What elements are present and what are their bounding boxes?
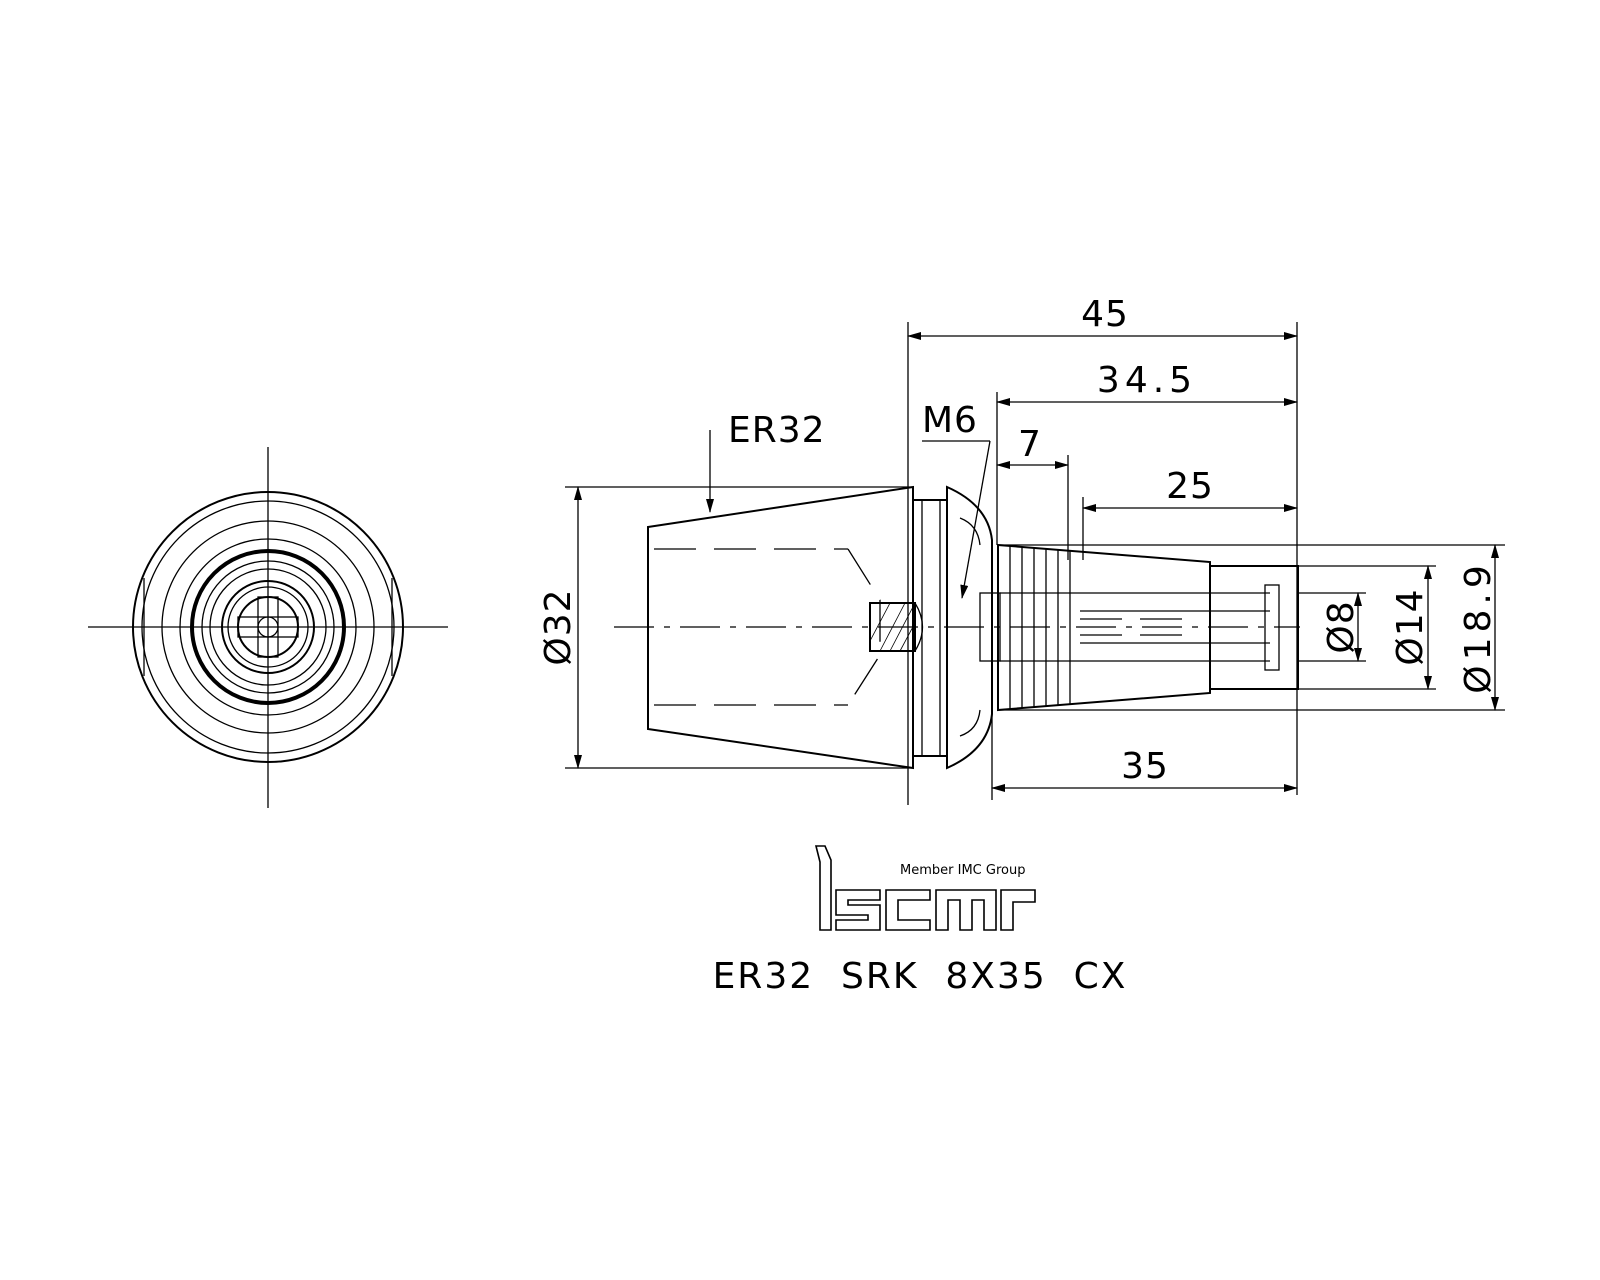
label-thread-size: M6 — [922, 400, 978, 441]
logo-wordmark — [814, 845, 1036, 931]
iscar-logo: Member IMC Group iscar — [814, 845, 1036, 931]
side-view — [614, 485, 1300, 770]
dim-bore-diameter: Ø8 — [1321, 600, 1362, 653]
dim-shank-diameter: Ø14 — [1390, 588, 1431, 665]
dimensions: 45 34.5 7 25 35 Ø32 ER32 M6 Ø8 — [538, 294, 1505, 805]
thread-ribs — [1009, 546, 1071, 709]
dim-shank-length: 35 — [1121, 746, 1169, 787]
part-number: ER32 SRK 8X35 CX — [713, 956, 1128, 997]
dim-taper-length: 25 — [1166, 466, 1214, 507]
dim-outer-diameter: Ø18.9 — [1458, 560, 1499, 694]
dim-collet-diameter: Ø32 — [538, 588, 579, 665]
logo-tagline: Member IMC Group — [900, 863, 1025, 878]
dim-thread-length: 7 — [1018, 424, 1042, 465]
dim-flange-to-end: 34.5 — [1097, 360, 1197, 401]
dim-overall-length: 45 — [1081, 294, 1129, 335]
label-collet-type: ER32 — [728, 410, 826, 451]
end-view — [88, 447, 448, 808]
